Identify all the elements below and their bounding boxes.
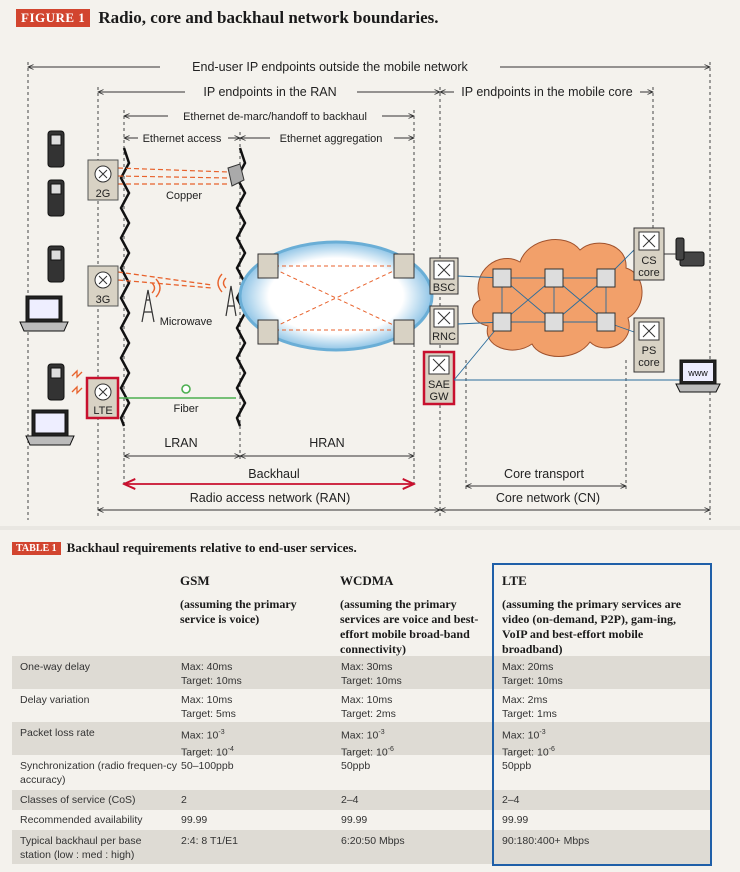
- figure-header: FIGURE 1 Radio, core and backhaul networ…: [16, 8, 439, 28]
- col-wcdma: WCDMA (assuming the primary services are…: [340, 573, 479, 656]
- aggregation-switches: [257, 253, 415, 345]
- network-diagram: End-user IP endpoints outside the mobile…: [19, 58, 721, 520]
- lte-highlight-box: [492, 563, 712, 866]
- fiber-label: Fiber: [173, 403, 198, 415]
- aggregation-ring: [238, 240, 434, 352]
- table-row: Typical backhaul per base station (low :…: [12, 830, 710, 864]
- ps-core-node: PS core: [633, 317, 665, 373]
- hran-label: HRAN: [309, 436, 344, 450]
- table-title: Backhaul requirements relative to end-us…: [66, 540, 357, 555]
- core-routers: [492, 268, 616, 332]
- laptop-icons: [19, 295, 75, 446]
- svg-text:RNC: RNC: [432, 331, 456, 343]
- core-network-label: Core network (CN): [496, 491, 600, 505]
- table-row: Classes of service (CoS) 2 2–4 2–4: [12, 790, 710, 810]
- col-gsm: GSM (assuming the primary service is voi…: [180, 573, 297, 626]
- fiber-node-icon: [181, 384, 191, 394]
- table-panel: TABLE 1 Backhaul requirements relative t…: [0, 530, 740, 872]
- core-cloud: [472, 239, 643, 357]
- end-user-label: End-user IP endpoints outside the mobile…: [192, 60, 468, 74]
- svg-text:www: www: [687, 368, 708, 378]
- col-lte: LTE (assuming the primary services are v…: [502, 573, 682, 656]
- rnc-node: RNC: [429, 305, 459, 345]
- svg-text:CS: CS: [641, 255, 656, 267]
- copper-cabinet-icon: [227, 163, 245, 187]
- svg-text:core: core: [638, 357, 659, 369]
- svg-text:core: core: [638, 267, 659, 279]
- svg-text:3G: 3G: [96, 294, 111, 306]
- figure-panel: FIGURE 1 Radio, core and backhaul networ…: [0, 0, 740, 526]
- ip-ran-label: IP endpoints in the RAN: [203, 85, 336, 99]
- cs-core-node: CS core: [633, 227, 665, 281]
- lran-boundary: [119, 147, 131, 427]
- svg-text:2G: 2G: [96, 188, 111, 200]
- microwave-link: [117, 271, 213, 289]
- ethernet-demarc-label: Ethernet de-marc/handoff to backhaul: [183, 111, 367, 123]
- table-tag: TABLE 1: [12, 541, 61, 555]
- copper-label: Copper: [166, 190, 202, 202]
- lran-label: LRAN: [164, 436, 197, 450]
- table-row: Synchronization (radio frequen-cy accura…: [20, 760, 532, 786]
- bsc-node: BSC: [429, 257, 459, 295]
- figure-tag: FIGURE 1: [16, 9, 91, 27]
- ip-core-label: IP endpoints in the mobile core: [461, 85, 632, 99]
- ethernet-access-label: Ethernet access: [143, 133, 222, 145]
- svg-text:BSC: BSC: [433, 282, 456, 294]
- table-header: TABLE 1 Backhaul requirements relative t…: [12, 540, 357, 556]
- ethernet-aggregation-label: Ethernet aggregation: [280, 133, 383, 145]
- svg-text:LTE: LTE: [93, 405, 112, 417]
- microwave-label: Microwave: [160, 316, 213, 328]
- base-station-2g: 2G: [87, 159, 119, 201]
- microwave-tower-icon: [141, 285, 237, 323]
- server-www-icon: www: [675, 359, 721, 393]
- telephone-icon: [675, 237, 705, 267]
- base-station-3g: 3G: [87, 265, 119, 307]
- table-row: Packet loss rate Max: 10-3 Target: 10-4 …: [12, 722, 710, 758]
- phone-icons: [47, 130, 65, 401]
- copper-link: [117, 167, 229, 185]
- svg-text:PS: PS: [642, 345, 657, 357]
- core-transport-label: Core transport: [504, 467, 584, 481]
- sae-gw-node: SAE GW: [422, 350, 456, 406]
- svg-text:SAE: SAE: [428, 379, 450, 391]
- table-row: Recommended availability 99.99 99.99 99.…: [20, 814, 529, 826]
- figure-title: Radio, core and backhaul network boundar…: [98, 8, 439, 27]
- base-station-lte: LTE: [85, 376, 120, 420]
- backhaul-label: Backhaul: [248, 467, 299, 481]
- ran-label: Radio access network (RAN): [190, 491, 350, 505]
- svg-text:GW: GW: [430, 391, 450, 403]
